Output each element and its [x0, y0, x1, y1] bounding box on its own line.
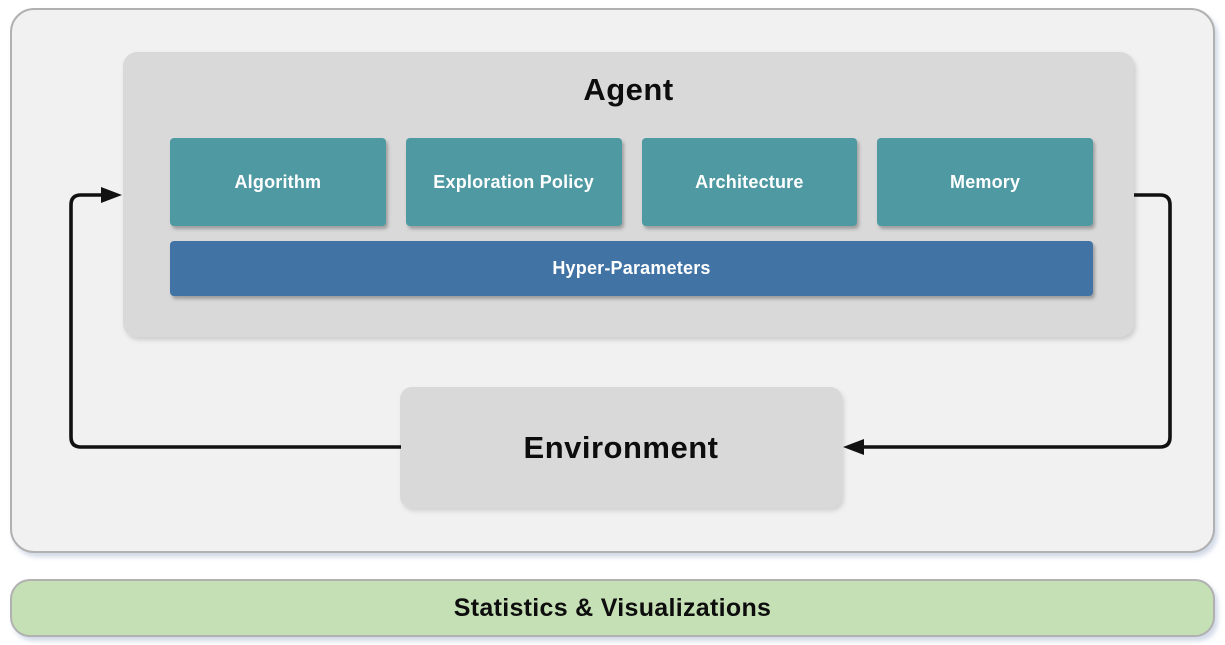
component-box-memory: Memory: [877, 138, 1093, 226]
component-box-algorithm: Algorithm: [170, 138, 386, 226]
environment-panel: Environment: [400, 387, 842, 508]
statistics-visualizations-label: Statistics & Visualizations: [453, 593, 772, 622]
agent-panel: Agent Algorithm Exploration Policy Archi…: [123, 52, 1134, 337]
component-box-exploration-policy: Exploration Policy: [405, 138, 622, 226]
environment-title: Environment: [523, 429, 719, 465]
agent-title: Agent: [583, 72, 674, 107]
component-box-architecture: Architecture: [641, 138, 858, 226]
agent-components-row: Algorithm Exploration Policy Architectur…: [170, 138, 1093, 226]
hyper-parameters-bar: Hyper-Parameters: [170, 241, 1093, 296]
statistics-visualizations-bar: Statistics & Visualizations: [10, 579, 1215, 637]
